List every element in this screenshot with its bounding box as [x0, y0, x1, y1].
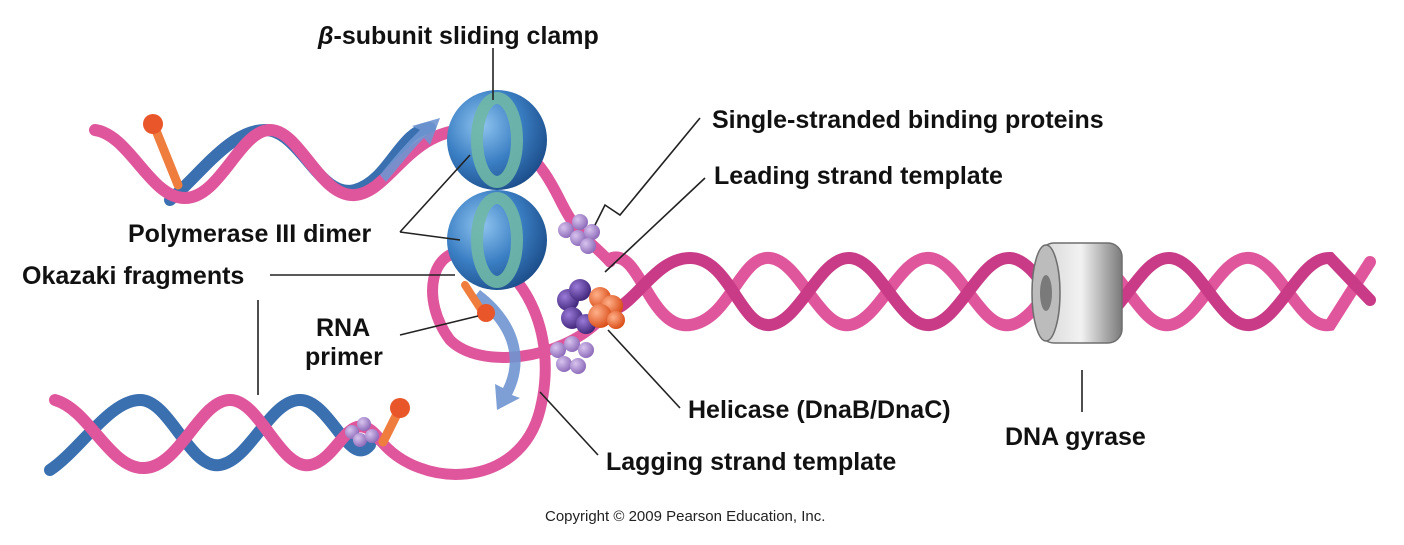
primer-head — [143, 114, 163, 134]
label-rna-primer-2: primer — [305, 343, 383, 371]
label-clamp-beta: β — [317, 22, 334, 50]
synthesis-arrow-lagging — [472, 290, 521, 410]
label-leading-template: Leading strand template — [714, 162, 1003, 190]
helicase-icon — [557, 279, 625, 334]
copyright-notice: Copyright © 2009 Pearson Education, Inc. — [545, 508, 825, 525]
label-polymerase: Polymerase III dimer — [128, 220, 371, 248]
polymerase-iii-lower-icon — [447, 190, 547, 290]
okazaki-primer-head — [477, 304, 495, 322]
leader-helicase — [607, 329, 681, 409]
polymerase-iii-upper-icon — [447, 90, 547, 190]
label-clamp-text: -subunit sliding clamp — [334, 22, 599, 50]
leader-polymerase-b — [399, 231, 461, 241]
ssb-cluster-upper — [558, 214, 600, 254]
lagging-primer-stem — [378, 407, 403, 447]
label-okazaki: Okazaki fragments — [22, 262, 244, 290]
synthesis-arrow-leading — [380, 118, 440, 182]
leader-lagging — [539, 391, 599, 456]
leader-ssb — [594, 117, 701, 226]
label-lagging-template: Lagging strand template — [606, 448, 896, 476]
label-clamp: β-subunit sliding clamp — [317, 22, 599, 50]
label-ssb: Single-stranded binding proteins — [712, 106, 1104, 134]
label-rna-primer-1: RNA — [316, 314, 370, 342]
ssb-cluster-lower-left — [345, 417, 379, 447]
lagging-strand-duplex — [44, 246, 606, 480]
ssb-cluster-lower — [550, 336, 594, 374]
parental-dna-helix — [594, 251, 1376, 332]
label-helicase: Helicase (DnaB/DnaC) — [688, 396, 951, 424]
lagging-primer-head — [390, 398, 410, 418]
leader-rna-primer — [399, 315, 479, 336]
parental-strand-b — [594, 251, 1376, 331]
okazaki-primer-stem — [461, 281, 484, 312]
leader-lines — [257, 48, 1083, 456]
lagging-template-strand — [49, 393, 386, 474]
lagging-new-strand — [44, 393, 376, 476]
dna-gyrase-icon — [1031, 242, 1123, 344]
leader-polymerase-a — [399, 154, 471, 233]
label-gyrase: DNA gyrase — [1005, 423, 1146, 451]
primer-stem — [150, 123, 183, 190]
leader-leading — [604, 177, 706, 273]
